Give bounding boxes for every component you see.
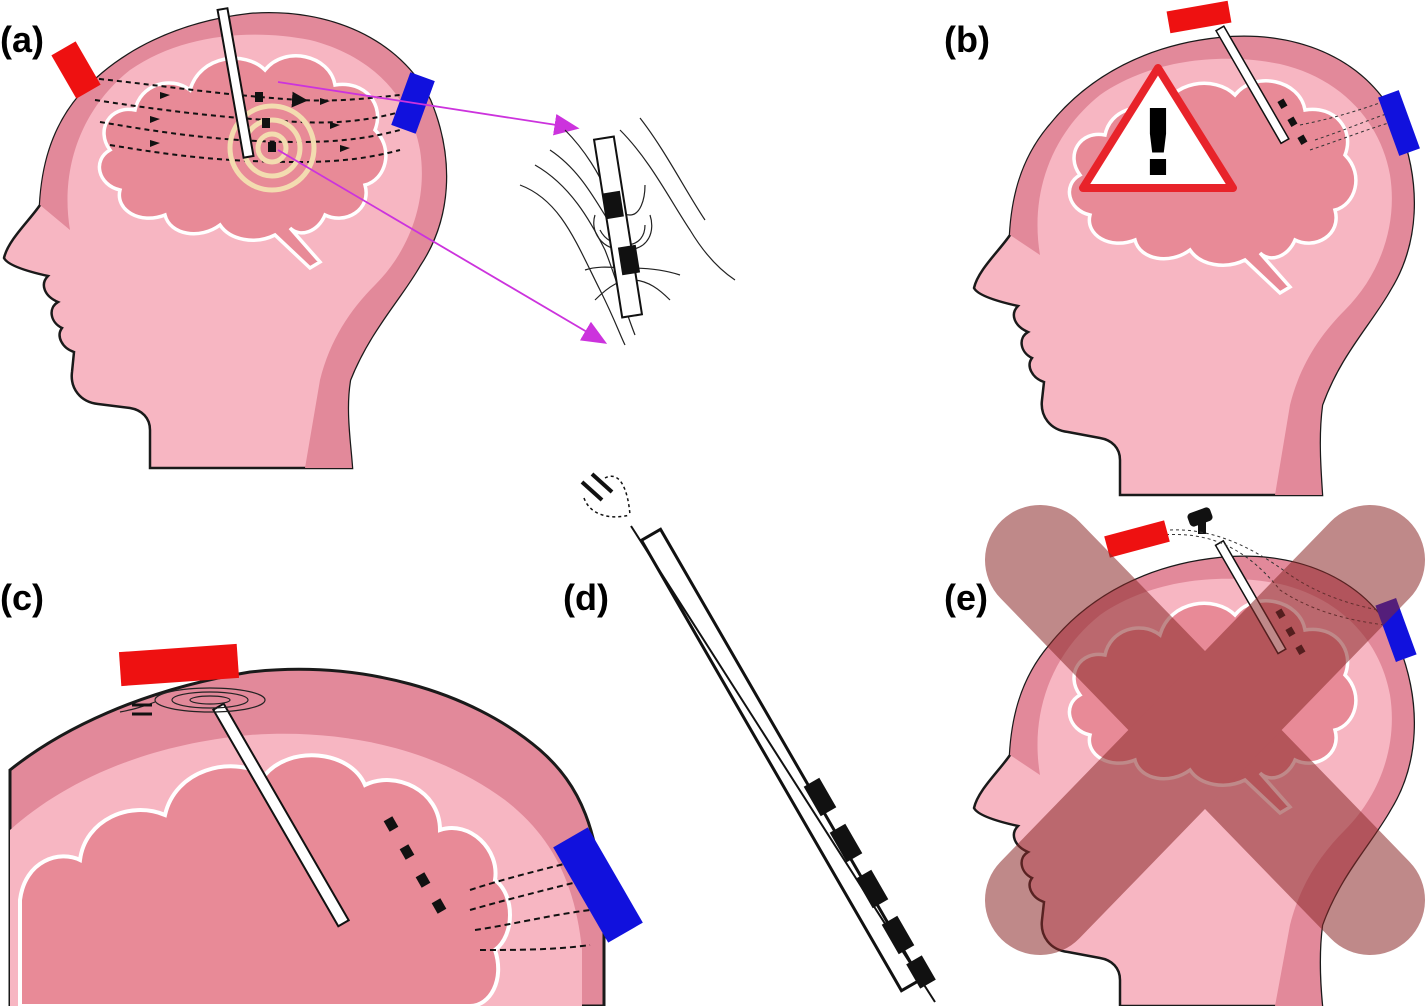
dbs-lead-b [1215, 25, 1308, 145]
anode-pad-a [51, 41, 101, 99]
warning-exclamation: ! [1137, 90, 1179, 197]
panel-label-b: (b) [944, 19, 990, 60]
battery-symbol-c [132, 703, 152, 716]
dbs-lead-a [216, 7, 276, 159]
panel-b: (b) ! [944, 0, 1420, 497]
dbs-lead-c [211, 702, 447, 928]
coiled-wire-c [119, 687, 266, 713]
warning-triangle [1079, 64, 1237, 192]
zoom-inset-lead [592, 135, 644, 319]
panel-c: (c) [0, 577, 643, 1006]
anode-pad-e [1104, 520, 1170, 558]
screw-cap-e [1187, 507, 1213, 534]
battery-symbol-d [580, 472, 631, 518]
cathode-pad-c [553, 827, 643, 943]
stimulation-ripples-a [227, 103, 317, 193]
panel-a: (a) [0, 7, 736, 470]
panel-d: (d) [563, 472, 936, 1003]
cathode-pad-b [1378, 90, 1420, 156]
anode-pad-b [1166, 0, 1232, 34]
anode-pad-c [118, 643, 240, 687]
zoom-arrow-upper [277, 81, 580, 136]
zoom-arrow-lower [277, 149, 608, 344]
brain-c [18, 753, 512, 1006]
skull-b [1010, 36, 1414, 496]
dbs-lead-d [630, 525, 936, 1003]
field-arrowheads-a [150, 92, 350, 152]
cross-mark [985, 505, 1425, 955]
panel-label-c: (c) [0, 577, 44, 618]
panel-label-a: (a) [0, 19, 44, 60]
skull-a [40, 13, 447, 468]
panel-label-d: (d) [563, 577, 609, 618]
panel-e: (e) [944, 505, 1425, 1006]
panel-label-e: (e) [944, 577, 988, 618]
